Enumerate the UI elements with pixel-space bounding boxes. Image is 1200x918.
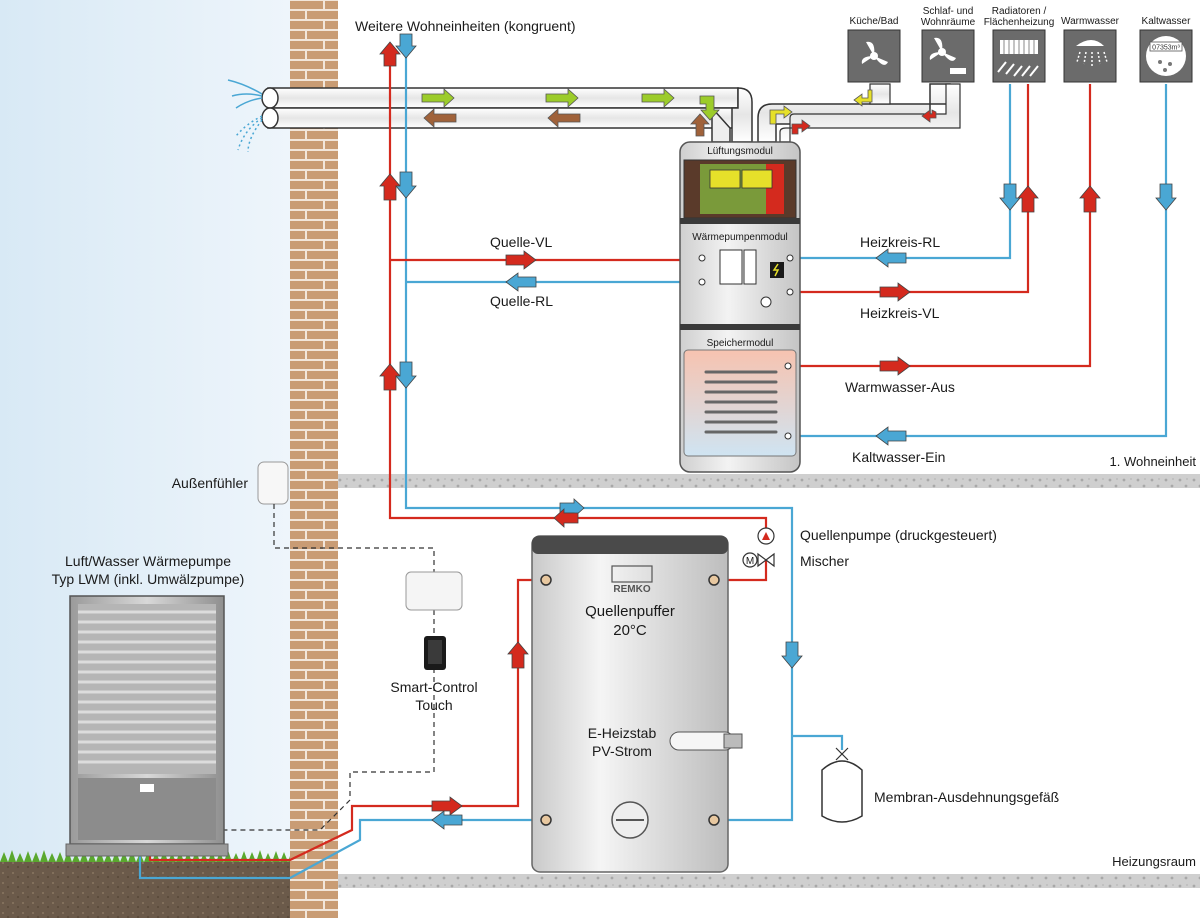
shower-icon xyxy=(1076,40,1108,66)
room-cold-water-label: Kaltwasser xyxy=(1142,16,1192,27)
brand-logo-text: REMKO xyxy=(613,584,650,595)
expansion-vessel-label: Membran-Ausdehnungsgefäß xyxy=(874,789,1059,805)
room-sleeping-label-1: Schlaf- und xyxy=(923,6,974,17)
brick-wall xyxy=(290,0,338,918)
room-icons: 07353m³ xyxy=(847,29,1193,83)
room-radiators-label-1: Radiatoren / xyxy=(992,6,1047,17)
water-meter-icon: 07353m³ xyxy=(1146,36,1186,76)
diagram-labels: Weitere Wohneinheiten (kongruent) Küche/… xyxy=(52,6,1197,869)
mixer-motor-symbol: M xyxy=(746,556,754,567)
heating-return-label: Heizkreis-RL xyxy=(860,234,940,250)
outdoor-heat-pump xyxy=(65,595,229,857)
heating-supply-label: Heizkreis-VL xyxy=(860,305,940,321)
floor-slab-boiler-room xyxy=(338,874,1200,888)
central-unit-tower xyxy=(679,141,801,473)
unit-floor-label: 1. Wohneinheit xyxy=(1110,454,1197,469)
further-units-label: Weitere Wohneinheiten (kongruent) xyxy=(355,18,576,34)
ventilation-ducts xyxy=(227,79,961,153)
fan-icon xyxy=(861,41,888,65)
smart-control-label-2: Touch xyxy=(415,697,452,713)
outdoor-sensor-label: Außenfühler xyxy=(172,475,249,491)
radiator-icon xyxy=(997,40,1039,77)
buffer-label-1: Quellenpuffer xyxy=(585,603,675,620)
heat-pump-label-1: Luft/Wasser Wärmepumpe xyxy=(65,553,231,569)
meter-reading: 07353m³ xyxy=(1152,45,1180,52)
boiler-room-floor-label: Heizungsraum xyxy=(1112,854,1196,869)
ground-soil xyxy=(0,862,290,918)
heat-pump-module-label: Wärmepumpenmodul xyxy=(692,232,788,243)
storage-module-label: Speichermodul xyxy=(707,338,774,349)
room-hot-water-label: Warmwasser xyxy=(1061,16,1120,27)
hydraulic-components xyxy=(742,527,863,823)
smart-control-device xyxy=(405,571,463,670)
buffer-label-2: 20°C xyxy=(613,622,647,639)
room-radiators-label-2: Flächenheizung xyxy=(984,17,1055,28)
mixer-label: Mischer xyxy=(800,553,849,569)
cold-water-in-label: Kaltwasser-Ein xyxy=(852,449,945,465)
source-pump-label: Quellenpumpe (druckgesteuert) xyxy=(800,527,997,543)
heater-label-2: PV-Strom xyxy=(592,743,652,759)
smart-control-label-1: Smart-Control xyxy=(390,679,477,695)
flow-arrows xyxy=(379,33,1177,830)
heater-label-1: E-Heizstab xyxy=(588,725,657,741)
floor-slab-unit xyxy=(338,474,1200,488)
hot-water-out-label: Warmwasser-Aus xyxy=(845,379,955,395)
source-buffer-tank xyxy=(531,535,743,873)
ventilation-module-label: Lüftungsmodul xyxy=(707,146,773,157)
fan-icon xyxy=(929,37,966,74)
source-supply-label: Quelle-VL xyxy=(490,234,552,250)
room-kitchen-bath-label: Küche/Bad xyxy=(850,16,899,27)
room-sleeping-label-2: Wohnräume xyxy=(921,17,976,28)
outdoor-sensor xyxy=(224,461,435,831)
source-return-label: Quelle-RL xyxy=(490,293,553,309)
heat-pump-label-2: Typ LWM (inkl. Umwälzpumpe) xyxy=(52,571,245,587)
